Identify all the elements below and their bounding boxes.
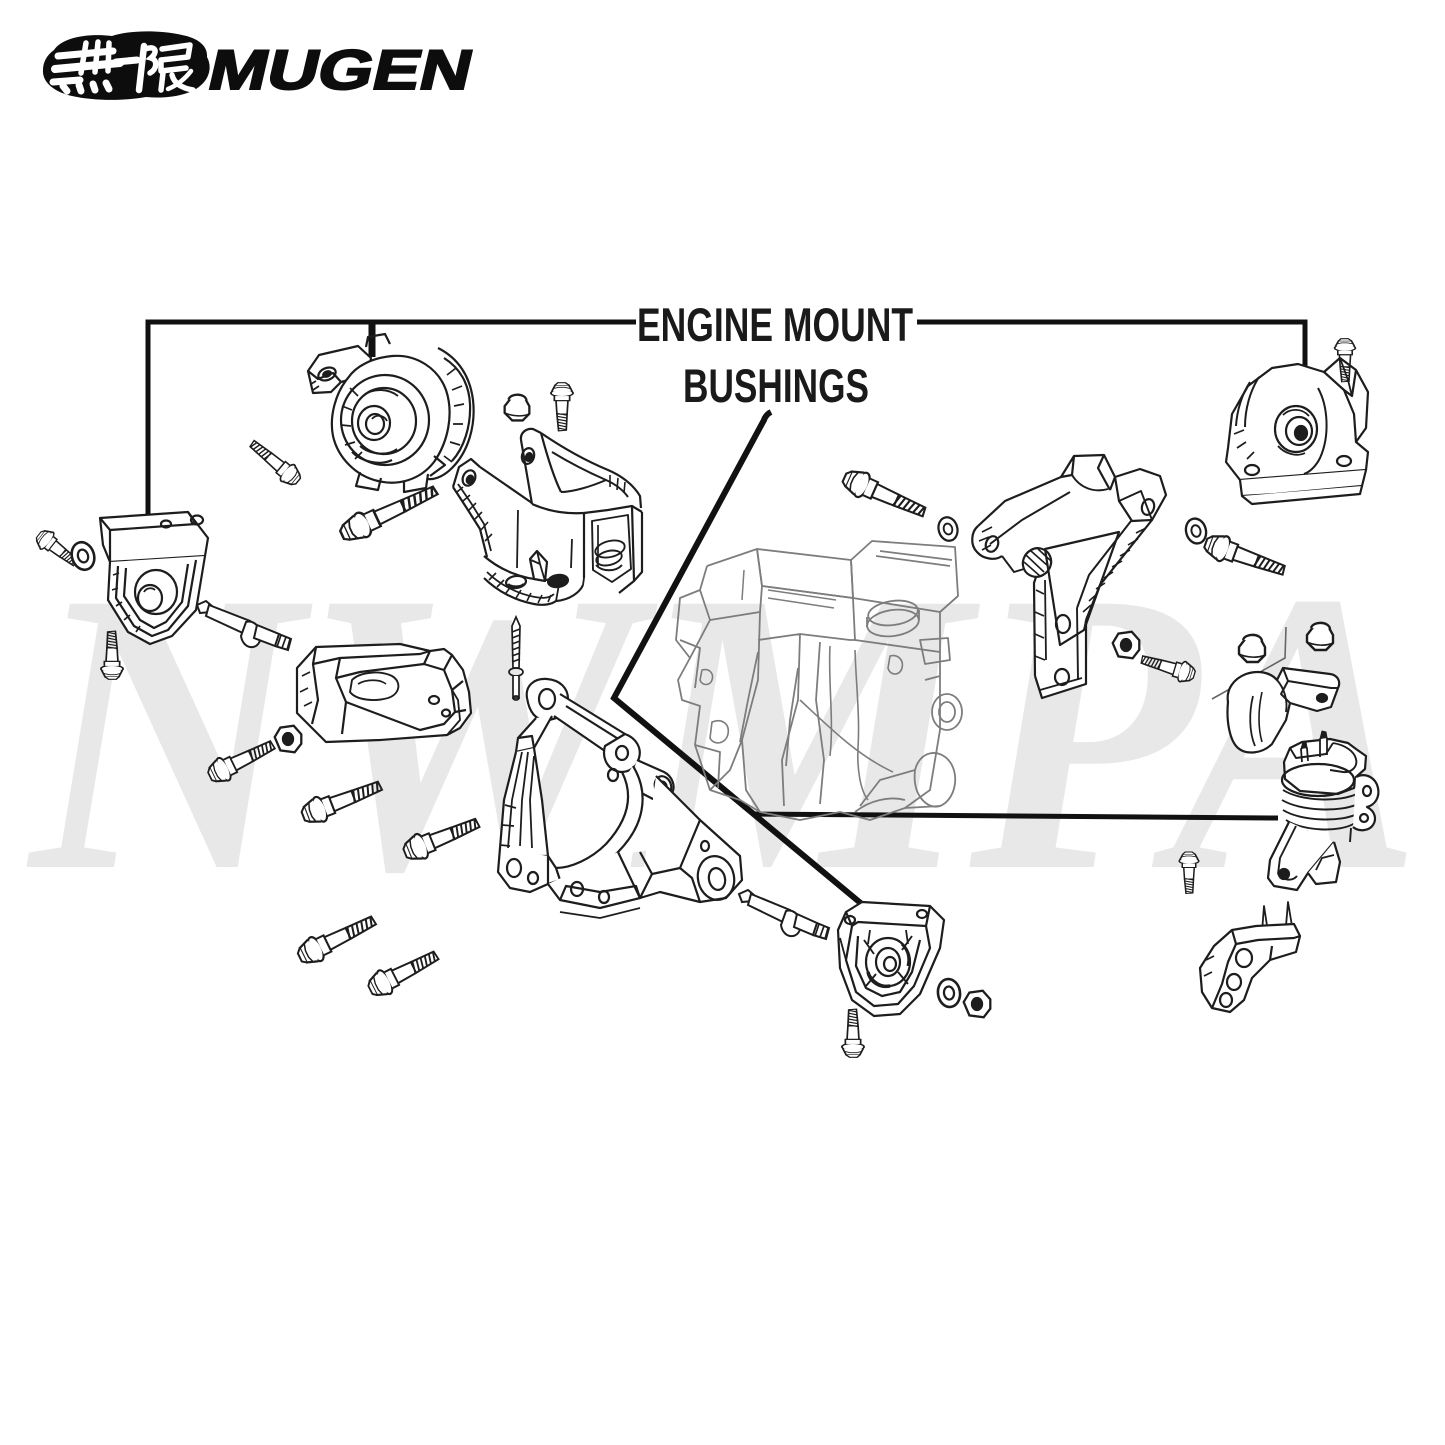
svg-text:BUSHINGS: BUSHINGS: [683, 359, 869, 412]
svg-text:ENGINE MOUNT: ENGINE MOUNT: [637, 298, 913, 351]
svg-text:MUGEN: MUGEN: [202, 40, 478, 102]
